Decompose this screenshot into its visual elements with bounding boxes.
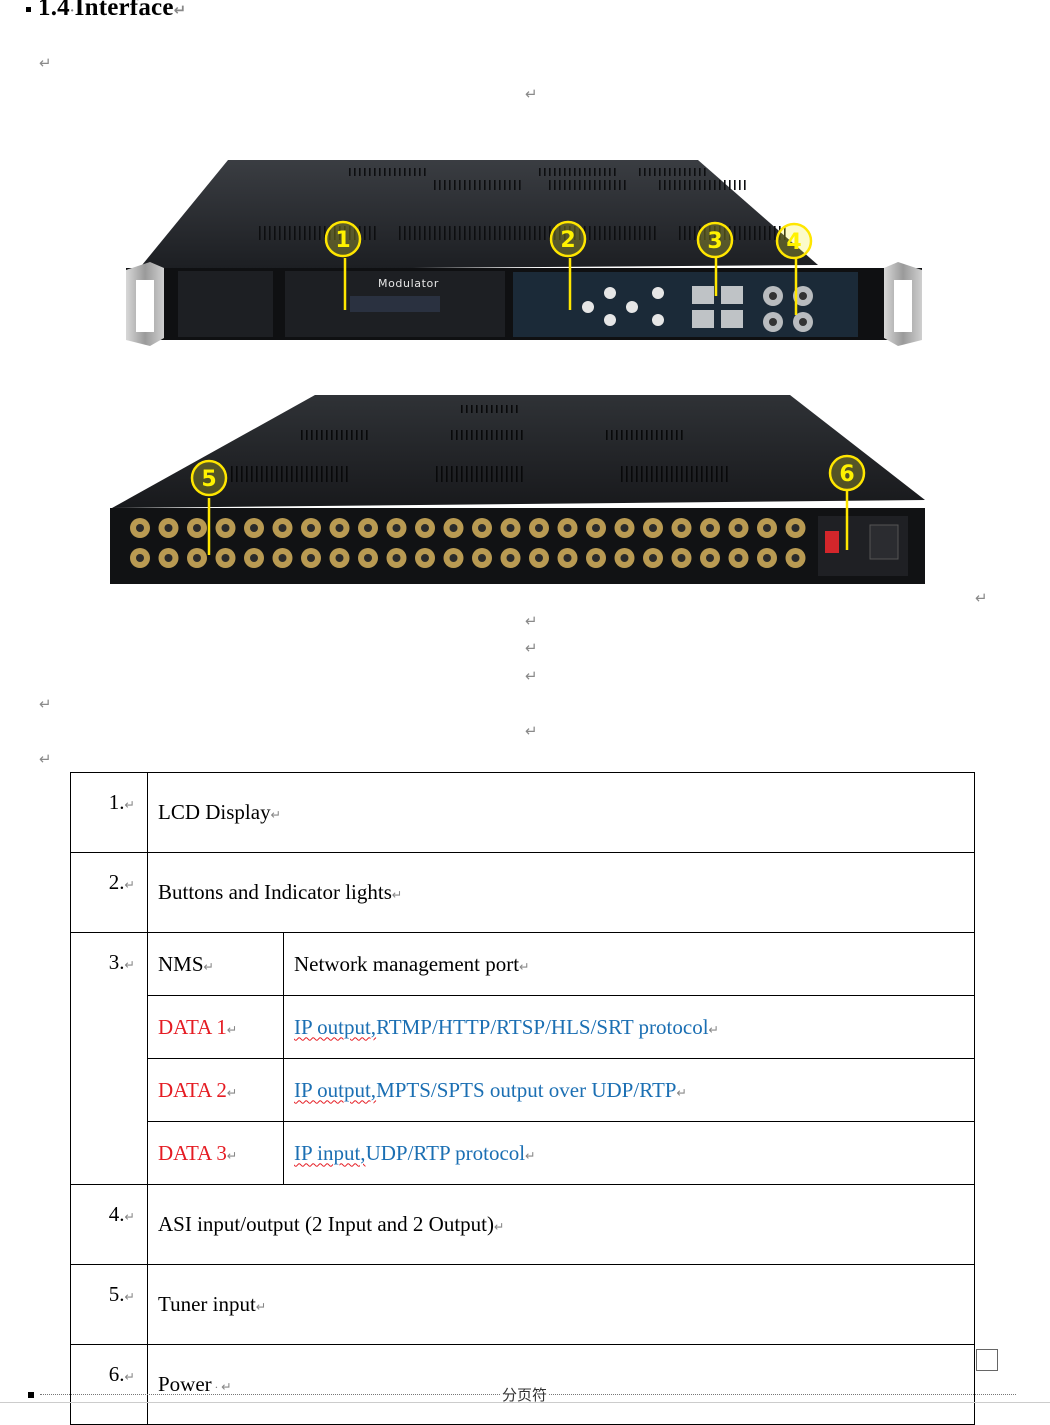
svg-text:3: 3 xyxy=(707,229,722,254)
paragraph-mark-icon: ↵ xyxy=(39,54,52,72)
marker-5: 5 xyxy=(190,459,228,555)
page-break-anchor xyxy=(28,1392,34,1398)
table-row: DATA 3↵ IP input,UDP/RTP protocol↵ xyxy=(71,1121,975,1185)
paragraph-mark-icon: ↵ xyxy=(525,639,538,657)
row-label: Buttons and Indicator lights↵ xyxy=(147,852,975,933)
page-break: 分页符 xyxy=(10,1384,1016,1405)
heading-number: 1.4 xyxy=(38,0,70,21)
row-number: 3.↵ xyxy=(70,932,148,1185)
table-row: 3.↵ NMS↵ Network management port↵ xyxy=(70,932,975,1185)
paragraph-mark-icon: ↵ xyxy=(525,85,538,103)
table-row: 4.↵ ASI input/output (2 Input and 2 Outp… xyxy=(70,1184,975,1265)
heading-title: Interface xyxy=(74,0,174,21)
sub-value: IP input,UDP/RTP protocol↵ xyxy=(283,1121,975,1185)
list-bullet xyxy=(26,6,31,12)
row-label: Tuner input↵ xyxy=(147,1264,975,1345)
sub-value: IP output,RTMP/HTTP/RTSP/HLS/SRT protoco… xyxy=(283,995,975,1059)
sub-key: DATA 2↵ xyxy=(147,1058,284,1122)
paragraph-mark-icon: ↵ xyxy=(975,589,988,607)
svg-text:4: 4 xyxy=(786,230,801,255)
row-label: Power · ↵ xyxy=(147,1344,975,1425)
marker-1: 1 xyxy=(324,220,362,310)
interface-table: 1.↵ LCD Display↵ 2.↵ Buttons and Indicat… xyxy=(70,772,975,1425)
row-number: 4.↵ xyxy=(70,1184,148,1265)
row-number: 2.↵ xyxy=(70,852,148,933)
paragraph-mark-icon: ↵ xyxy=(39,695,52,713)
sub-value: Network management port↵ xyxy=(283,932,975,996)
svg-text:2: 2 xyxy=(560,228,575,253)
paragraph-mark-icon: ↵ xyxy=(173,1,187,19)
svg-text:6: 6 xyxy=(839,462,854,487)
row-number: 6.↵ xyxy=(70,1344,148,1425)
table-row: DATA 2↵ IP output,MPTS/SPTS output over … xyxy=(71,1058,975,1122)
paragraph-mark-icon: ↵ xyxy=(525,722,538,740)
svg-text:5: 5 xyxy=(201,467,216,492)
svg-text:1: 1 xyxy=(335,228,350,253)
page-break-label: 分页符 xyxy=(500,1384,550,1405)
row-label: ASI input/output (2 Input and 2 Output)↵ xyxy=(147,1184,975,1265)
marker-6: 6 xyxy=(828,454,866,550)
paragraph-mark-icon: ↵ xyxy=(525,667,538,685)
table-row: 2.↵ Buttons and Indicator lights↵ xyxy=(70,852,975,933)
sub-value: IP output,MPTS/SPTS output over UDP/RTP↵ xyxy=(283,1058,975,1122)
sub-key: DATA 1↵ xyxy=(147,995,284,1059)
table-row: 1.↵ LCD Display↵ xyxy=(70,772,975,853)
page-edge xyxy=(0,1402,1050,1403)
sub-key: DATA 3↵ xyxy=(147,1121,284,1185)
sub-key: NMS↵ xyxy=(147,932,284,996)
table-row: DATA 1↵ IP output,RTMP/HTTP/RTSP/HLS/SRT… xyxy=(71,995,975,1059)
paragraph-mark-icon: ↵ xyxy=(525,612,538,630)
device-back-photo: 5 6 xyxy=(110,395,925,584)
device-front-photo: Modulator 1 2 3 4 xyxy=(126,160,922,346)
row-number: 1.↵ xyxy=(70,772,148,853)
paragraph-mark-icon: ↵ xyxy=(39,750,52,768)
marker-3: 3 xyxy=(696,221,734,296)
table-row: 5.↵ Tuner input↵ xyxy=(70,1264,975,1345)
marker-4: 4 xyxy=(775,222,813,315)
end-of-cell-marker xyxy=(976,1349,998,1371)
row-number: 5.↵ xyxy=(70,1264,148,1345)
marker-2: 2 xyxy=(549,220,587,310)
section-heading: 1.4·Interface↵ xyxy=(26,0,186,22)
device-label: Modulator xyxy=(378,277,439,290)
row-label: LCD Display↵ xyxy=(147,772,975,853)
